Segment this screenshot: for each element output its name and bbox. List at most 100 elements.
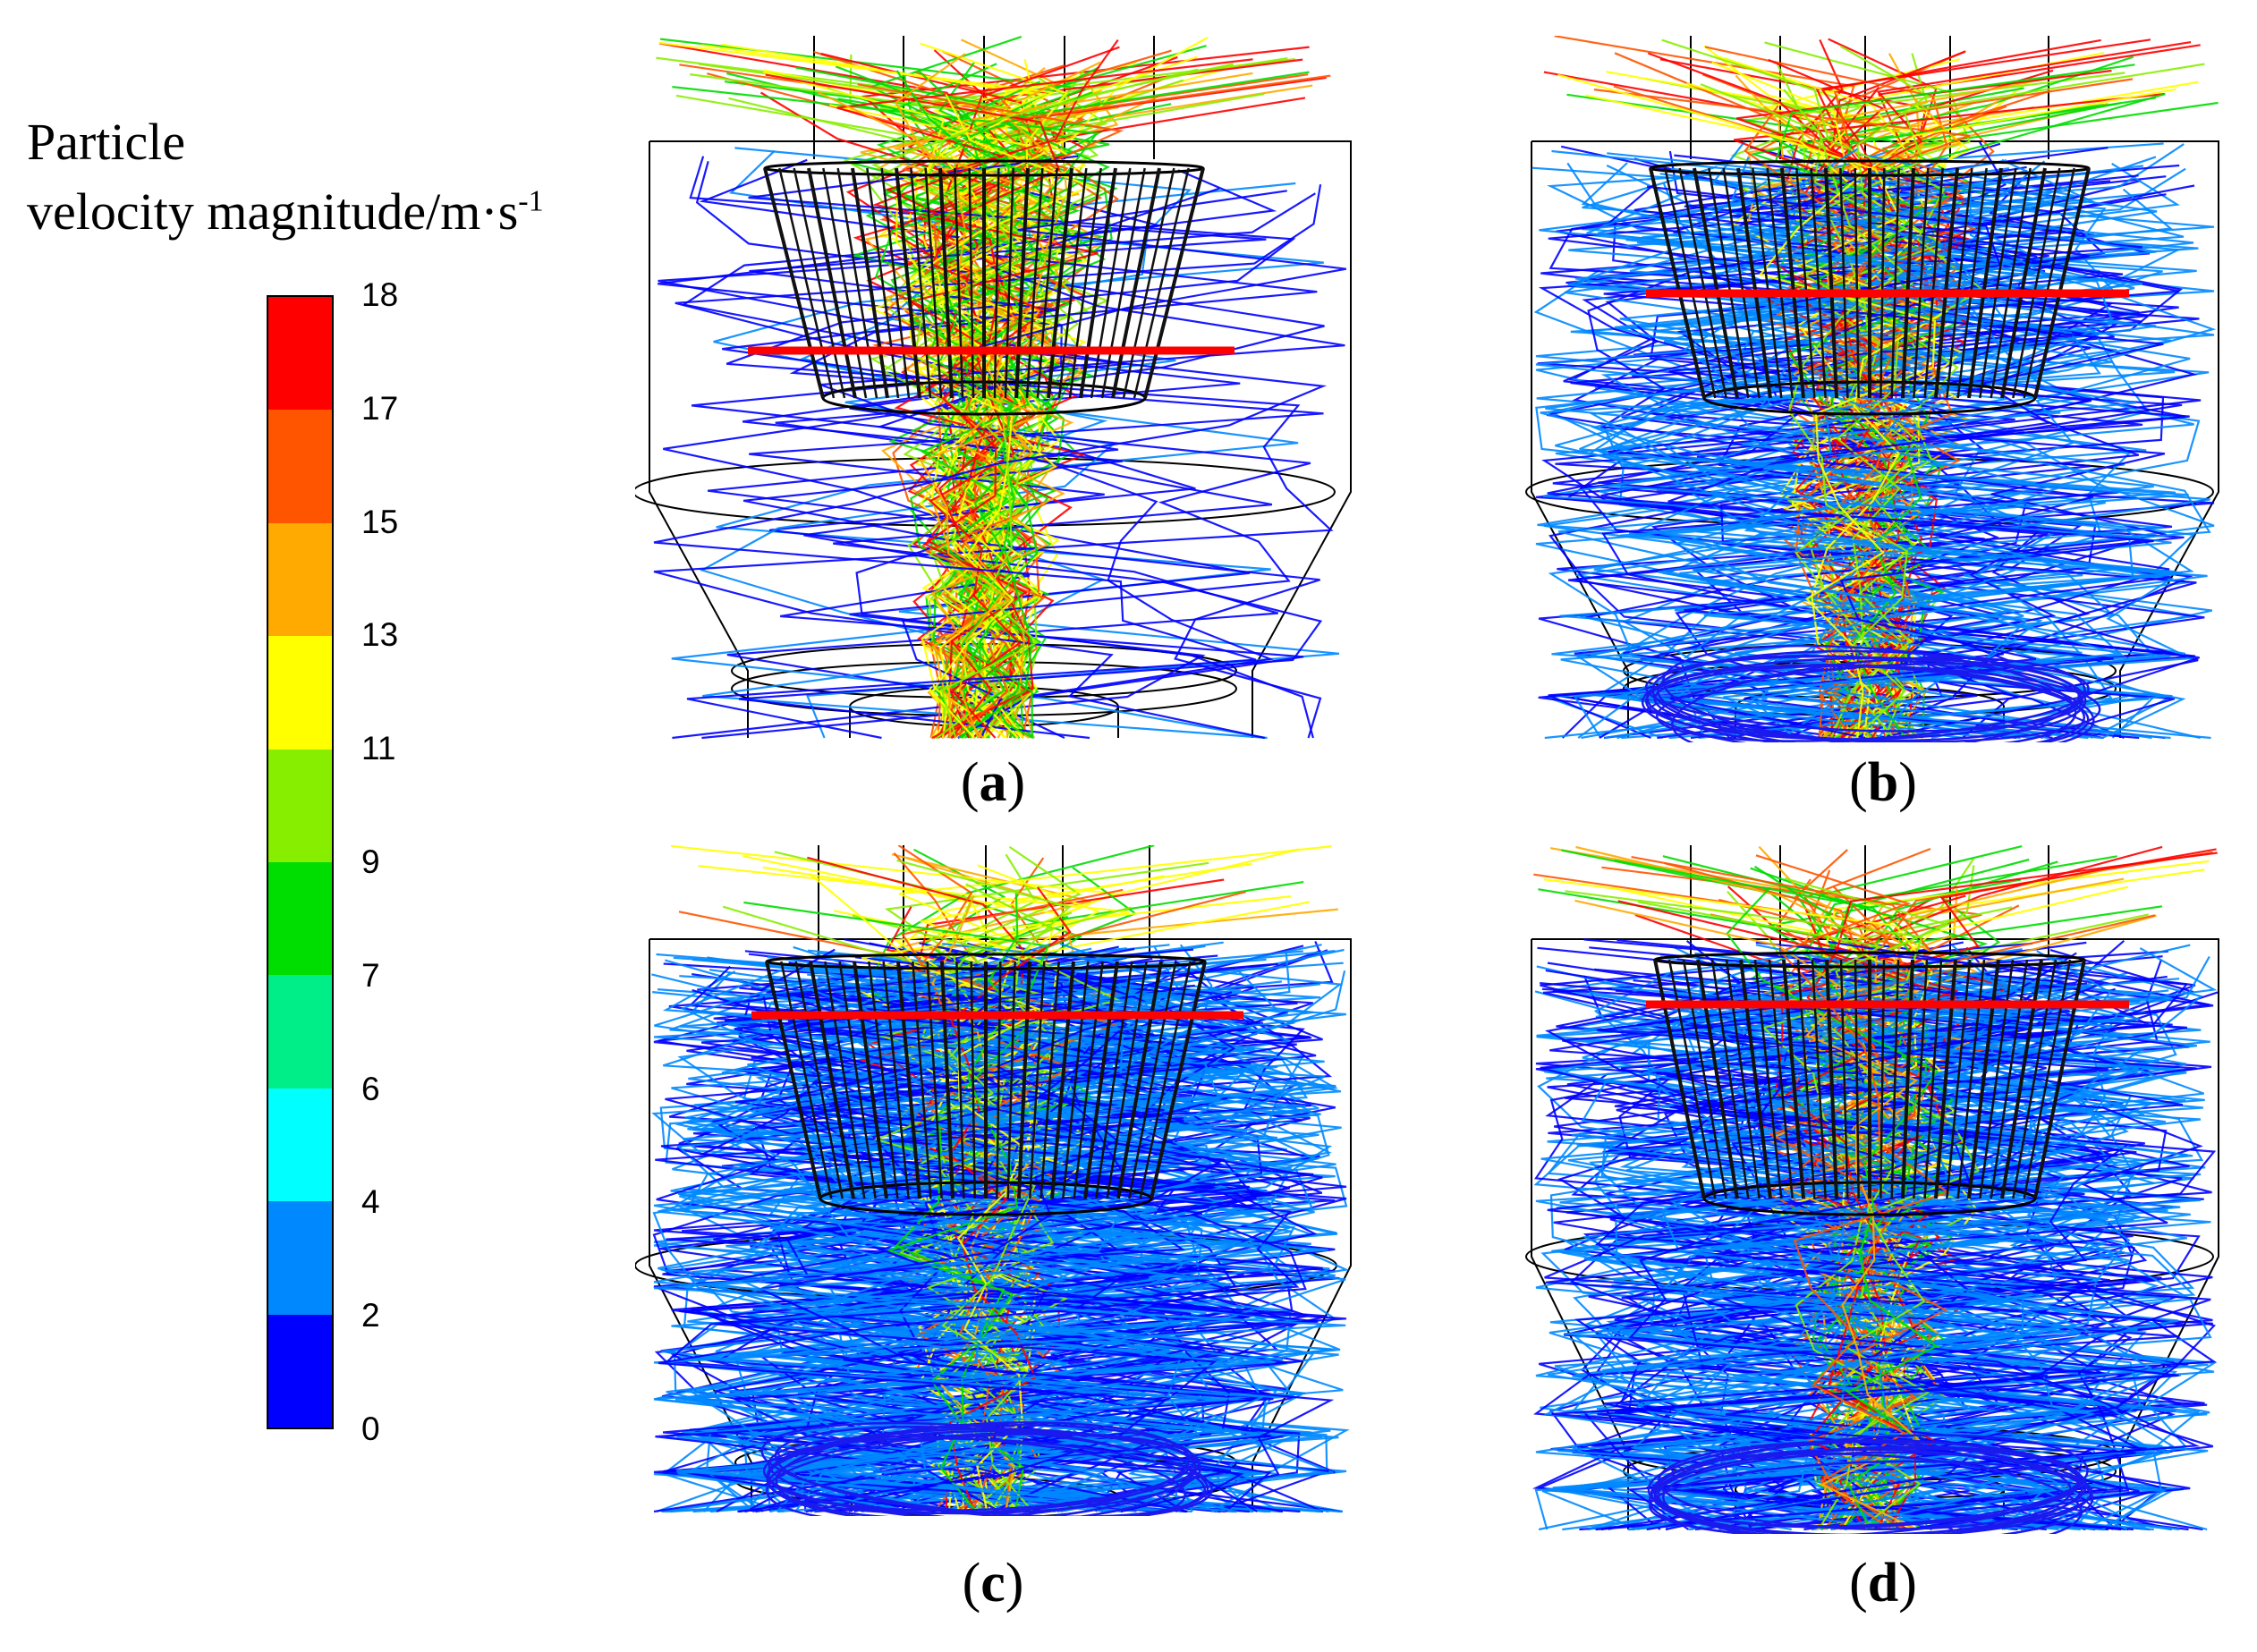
cage-bar <box>1062 961 1090 1199</box>
cage-bar <box>2012 167 2061 399</box>
colorbar-tick-label: 4 <box>361 1183 380 1221</box>
cage-bar <box>1083 961 1119 1199</box>
colorbar-band <box>268 636 332 750</box>
cage-bar <box>1810 167 1827 399</box>
streamline <box>683 965 1264 1512</box>
cage-bar <box>926 961 943 1199</box>
streamline <box>1535 157 2177 740</box>
streamline <box>653 155 1334 740</box>
panel-c-letter: c <box>980 1553 1005 1614</box>
streamlines-group <box>653 36 1346 740</box>
panel-a-label: (a) <box>960 752 1026 813</box>
cage-bar <box>765 961 822 1199</box>
colorbar-band <box>268 1088 332 1202</box>
streamline <box>743 901 1049 1512</box>
cage-bar <box>1079 167 1117 399</box>
streamline <box>1540 952 2209 1531</box>
cage-bar <box>1753 959 1783 1199</box>
streamline <box>829 104 1057 739</box>
streamline <box>763 71 1041 739</box>
streamline <box>809 944 1331 1513</box>
cage-bar <box>1111 167 1161 399</box>
legend-title-line2: velocity magnitude/m·s-1 <box>27 177 544 247</box>
cage-bar <box>1100 167 1146 399</box>
streamline <box>655 963 1328 1513</box>
cage-bar <box>1990 167 2032 399</box>
cage-bar <box>940 961 955 1199</box>
cage-bar <box>938 167 954 399</box>
cage-bar <box>1780 167 1805 399</box>
legend-title: Particle velocity magnitude/m·s-1 <box>27 107 544 247</box>
streamline <box>1541 182 2114 739</box>
streamline <box>1661 38 1984 739</box>
panel-a-letter: a <box>979 752 1007 813</box>
cage-bar <box>896 961 921 1199</box>
legend-title-line1: Particle <box>27 113 186 171</box>
cage-bar <box>1667 959 1717 1199</box>
swirl-line <box>1647 1439 2087 1534</box>
streamline <box>1577 180 2210 739</box>
streamline <box>1586 193 2186 739</box>
colorbar-tick-label: 15 <box>361 503 399 540</box>
swirl-line <box>765 1433 1197 1516</box>
cage-bar <box>1139 961 1192 1199</box>
cage-bar <box>1825 959 1838 1199</box>
colorbar-tick-label: 0 <box>361 1411 380 1447</box>
cage-bar <box>1122 167 1175 399</box>
cage-bar <box>1678 167 1727 399</box>
cage-bar <box>1696 959 1739 1199</box>
cage-bar <box>1047 167 1073 399</box>
streamline <box>860 106 1119 739</box>
panel-d-label: (d) <box>1849 1553 1917 1614</box>
cage-bar <box>1934 959 1957 1199</box>
panel-b-letter: b <box>1867 752 1899 813</box>
cage-bar <box>1923 959 1943 1199</box>
panel-a <box>635 36 1369 742</box>
cage-bar <box>1057 167 1088 399</box>
colorbar-band <box>268 975 332 1089</box>
streamline <box>900 888 1124 1512</box>
cage-bar <box>1901 959 1914 1199</box>
panel-d-diagram <box>1525 845 2219 1534</box>
streamline <box>1562 958 2216 1531</box>
panel-b-label: (b) <box>1849 752 1917 813</box>
cage-group <box>765 953 1207 1216</box>
cage-bar <box>895 167 921 399</box>
swirl-line <box>1657 649 2087 742</box>
streamlines-group <box>1532 36 2219 742</box>
legend-title-sup: -1 <box>518 184 544 218</box>
cage-bar <box>1073 961 1104 1199</box>
velocity-colorbar <box>267 295 334 1429</box>
cage-bar <box>1649 167 1706 399</box>
cage-bar <box>1913 167 1930 399</box>
streamline <box>658 990 1323 1513</box>
cage-bar <box>1653 959 1706 1199</box>
panel-d-letter: d <box>1867 1553 1899 1614</box>
cage-group <box>763 159 1205 416</box>
cage-bar <box>1946 959 1972 1199</box>
cage-bar <box>866 167 900 399</box>
cage-bar <box>1990 959 2029 1199</box>
streamline <box>653 975 1346 1513</box>
cage-bar <box>1796 959 1816 1199</box>
cage-bar <box>1824 167 1838 399</box>
panel-b <box>1521 36 2236 742</box>
cage-bar <box>993 167 1000 399</box>
streamline <box>1549 189 2215 740</box>
streamline <box>652 987 1222 1512</box>
swirl-line <box>775 1421 1191 1516</box>
swirl-line <box>1641 663 2086 742</box>
colorbar-band <box>268 1201 332 1315</box>
cage-bar <box>1768 959 1794 1199</box>
cage-bar <box>1004 167 1014 399</box>
cage-bar <box>2023 167 2075 399</box>
cage-bar <box>912 961 932 1199</box>
cage-bar <box>1710 959 1750 1199</box>
streamline <box>756 991 1335 1513</box>
cage-bar <box>1090 167 1132 399</box>
cage-bar <box>1014 167 1030 399</box>
cage-bar <box>1025 167 1044 399</box>
cage-bar <box>954 167 964 399</box>
streamline <box>1660 969 2144 1531</box>
cage-bar <box>1736 167 1772 399</box>
